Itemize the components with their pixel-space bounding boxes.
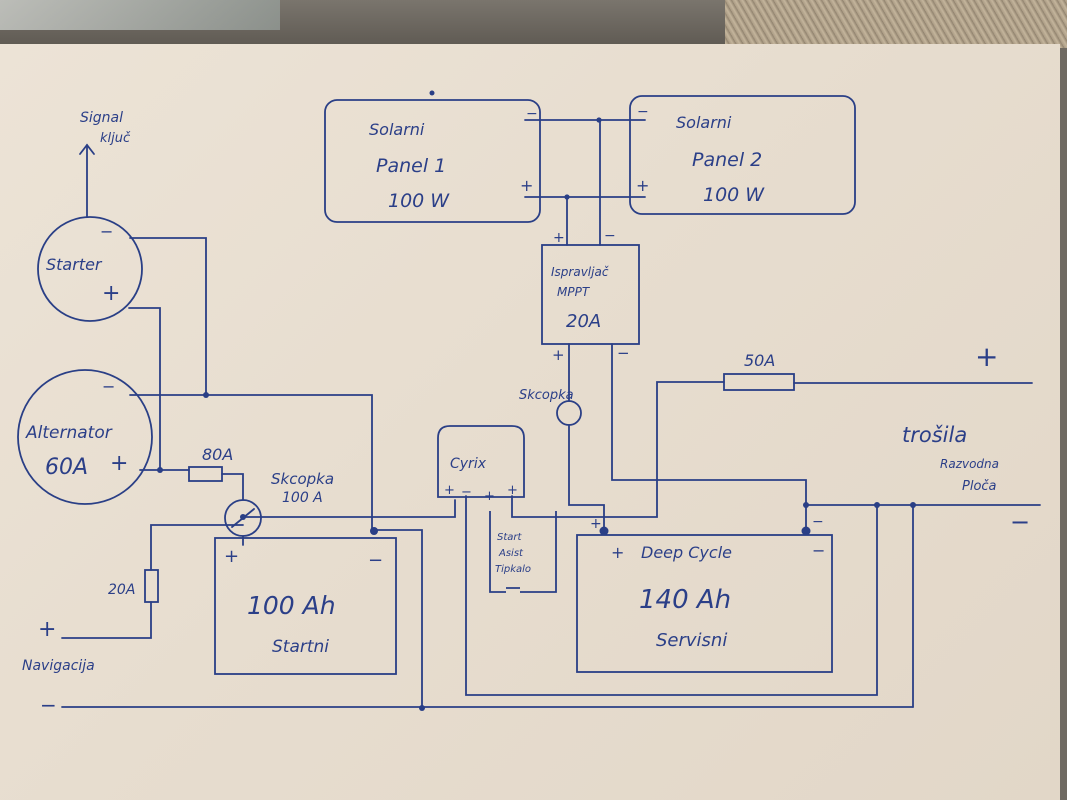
label-skopka-top: Skcopka [271, 470, 334, 488]
battery-start-minus-sign: − [368, 550, 383, 571]
label-battery-start-name: Startni [272, 637, 329, 657]
wire-start-minus [371, 529, 423, 709]
wire-start-plus-cyrix [242, 499, 456, 518]
label-alternator: Alternator [25, 423, 113, 443]
panel2-minus-sign: − [637, 104, 649, 120]
panel2-plus-sign: + [636, 176, 649, 195]
mppt-plus-in-sign: + [553, 230, 565, 246]
wire-switch-deep-plus [568, 424, 605, 532]
fuse-20a [144, 569, 159, 603]
deep-plus-top-sign: + [590, 516, 602, 532]
solar-panel-1 [324, 99, 541, 223]
deep-minus-top-sign: − [812, 514, 824, 530]
cyrix-plus-sign-1: + [444, 483, 455, 498]
cyrix-minus-sign: − [461, 485, 472, 500]
trosila-minus-sign: − [1010, 508, 1030, 536]
label-start-line3: Tipkalo [495, 564, 531, 575]
wire-cyrix-minus [465, 495, 878, 696]
label-battery-deep-capacity: 140 Ah [639, 585, 731, 615]
label-fuse-20a: 20A [108, 582, 135, 598]
label-skopka-top-rating: 100 A [282, 490, 323, 506]
arrow-signal [79, 143, 95, 155]
alternator [17, 369, 153, 505]
label-razvodna-line2: Ploča [962, 479, 997, 494]
mppt-charger [541, 244, 640, 345]
label-kljuc: ključ [100, 131, 131, 146]
fuse-80a [188, 466, 223, 482]
label-panel1-line2: Panel 1 [376, 155, 446, 177]
label-cyrix: Cyrix [450, 456, 487, 472]
label-battery-deep-name: Servisni [656, 630, 727, 651]
cyrix-plus-sign-2: + [484, 489, 495, 504]
battery-startni [214, 537, 397, 675]
starter-minus-sign: − [100, 222, 113, 241]
navigacija-minus-sign: − [40, 693, 57, 717]
label-start-line2: Asist [498, 548, 524, 559]
mppt-minus-out-sign: − [617, 344, 630, 362]
label-mppt-line2: MPPT [557, 285, 591, 299]
alternator-plus-sign: + [110, 451, 128, 476]
mppt-minus-in-sign: − [604, 228, 616, 244]
label-skopka-mid: Skcopka [519, 388, 574, 403]
wire-deep-fuse50 [603, 381, 725, 518]
label-navigacija: Navigacija [22, 658, 95, 674]
wire-starter-plus [128, 307, 161, 471]
wire-fuse80-switch [221, 473, 244, 501]
label-razvodna-line1: Razvodna [940, 457, 999, 471]
label-starter: Starter [46, 255, 103, 274]
start-assist-button [489, 511, 557, 593]
starter-plus-sign: + [102, 281, 120, 306]
label-panel2-line1: Solarni [676, 113, 732, 132]
junction-dots [157, 90, 916, 711]
label-panel1-line3: 100 W [388, 190, 450, 212]
solar-panel-2 [629, 95, 856, 215]
label-battery-start-capacity: 100 Ah [247, 591, 336, 620]
navigacija-plus-sign: + [38, 617, 56, 642]
wire-alternator-minus [129, 394, 373, 531]
wire-fuse20-battery [150, 524, 244, 571]
label-signal: Signal [80, 110, 123, 126]
mppt-plus-out-sign: + [552, 346, 565, 364]
wire-navigacija-plus [61, 601, 152, 639]
deep-minus-sign: − [812, 541, 825, 560]
paper-sheet [0, 44, 1060, 800]
fuse-50a [723, 373, 795, 391]
battery-start-plus-sign: + [224, 546, 239, 567]
trosila-plus-sign: + [975, 340, 998, 373]
panel1-plus-sign: + [520, 176, 533, 195]
deep-plus-sign: + [611, 543, 624, 562]
label-battery-deep-title: Deep Cycle [641, 543, 732, 562]
wire-cyrix-plus-deep [511, 495, 605, 518]
label-fuse-80a: 80A [202, 445, 233, 464]
cyrix-plus-sign-3: + [507, 483, 518, 498]
background-glass [0, 0, 280, 30]
switch-mppt [556, 400, 582, 426]
panel1-minus-sign: − [526, 106, 538, 122]
wire-mppt-minus [611, 343, 807, 532]
battery-deep-cycle [576, 534, 833, 673]
label-panel2-line2: Panel 2 [692, 149, 762, 171]
cyrix-relay [437, 425, 525, 498]
background-mat [725, 0, 1067, 48]
wire-starter-minus [129, 237, 207, 396]
label-alternator-rating: 60A [45, 455, 88, 480]
starter-motor [37, 216, 143, 322]
label-mppt-line1: Ispravljač [551, 265, 609, 279]
label-panel2-line3: 100 W [703, 184, 765, 206]
label-panel1-line1: Solarni [369, 120, 425, 139]
label-fuse-50a: 50A [744, 351, 775, 370]
label-trosila: trošila [902, 423, 967, 447]
alternator-minus-sign: − [102, 377, 115, 396]
label-start-line1: Start [497, 532, 523, 543]
label-mppt-line3: 20A [566, 311, 601, 332]
